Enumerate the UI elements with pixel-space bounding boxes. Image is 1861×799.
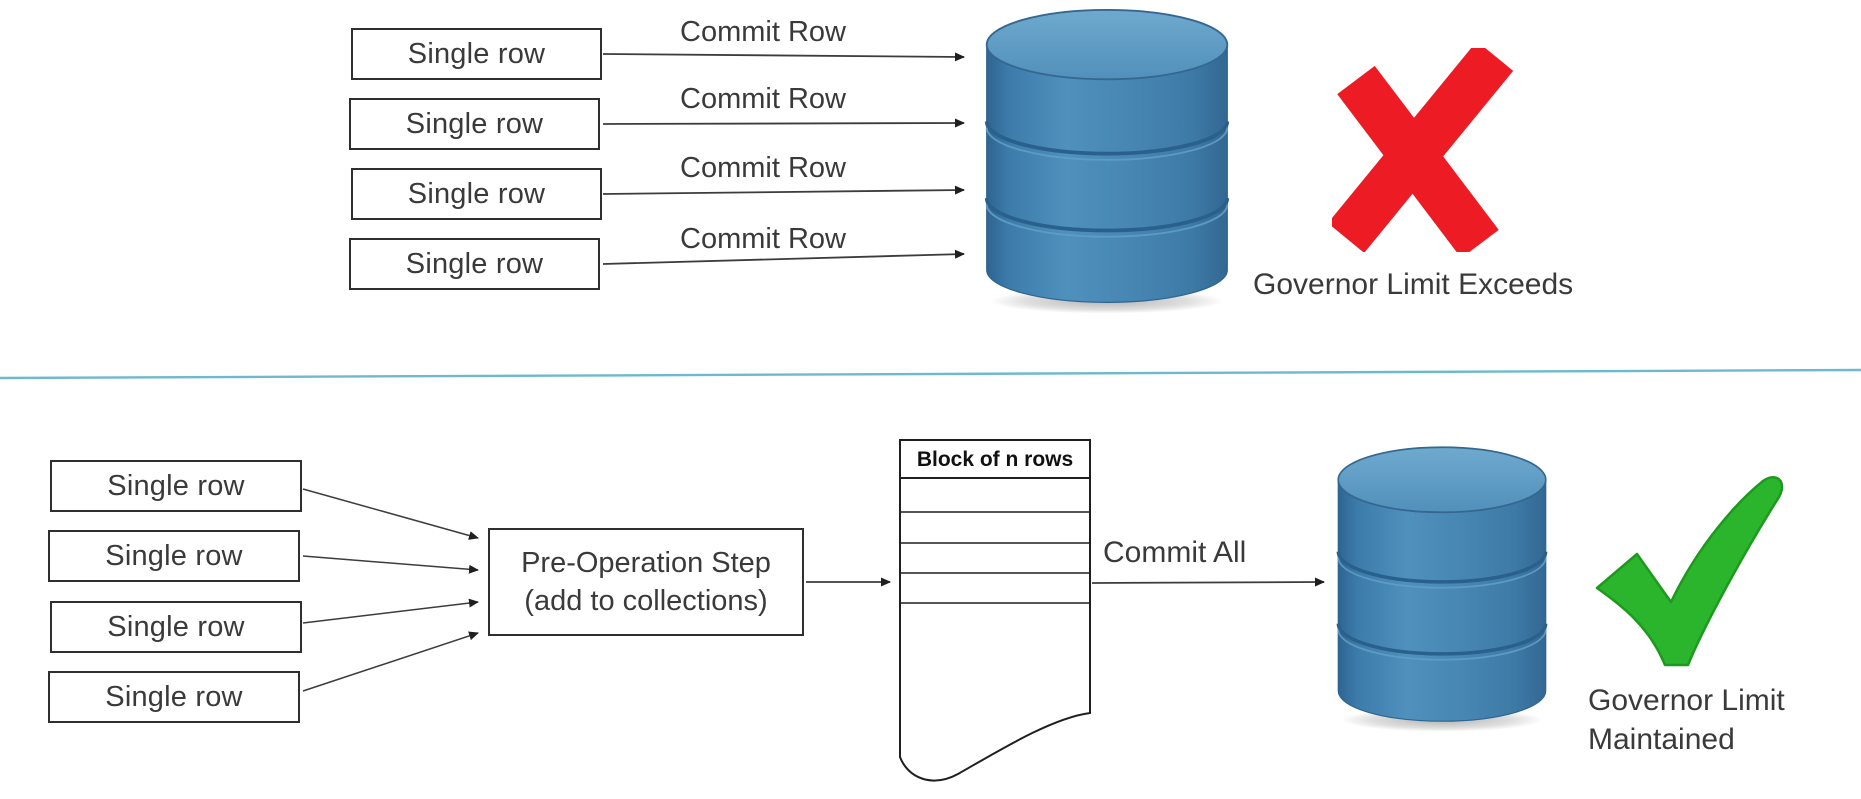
governor-limit-maintained-line1: Governor Limit	[1588, 684, 1785, 717]
single-row-box: Single row	[50, 460, 302, 512]
red-cross-icon	[1332, 48, 1514, 252]
green-check-icon	[1595, 476, 1784, 667]
commit-row-label: Commit Row	[680, 152, 846, 184]
pre-operation-step-line2: (add to collections)	[524, 585, 768, 617]
commit-all-label: Commit All	[1103, 536, 1247, 569]
block-of-rows-shape	[899, 439, 1091, 782]
single-row-box: Single row	[48, 530, 300, 582]
single-row-box: Single row	[351, 168, 602, 220]
single-row-box: Single row	[349, 238, 600, 290]
commit-all-arrow	[1091, 577, 1325, 587]
commit-row-label: Commit Row	[680, 83, 846, 115]
governor-limit-exceeds-label: Governor Limit Exceeds	[1253, 268, 1574, 301]
section-divider-line	[0, 368, 1861, 380]
governor-limit-maintained-line2: Maintained	[1588, 723, 1735, 756]
top-commit-arrows	[602, 52, 965, 265]
single-row-box: Single row	[48, 671, 300, 723]
bottom-converging-arrows	[302, 488, 479, 692]
governor-limit-maintained-label: Governor Limit Maintained	[1588, 681, 1785, 759]
single-row-box: Single row	[50, 601, 302, 653]
pre-operation-step-line1: Pre-Operation Step	[521, 547, 771, 579]
block-of-rows-header: Block of n rows	[916, 448, 1074, 471]
commit-row-label: Commit Row	[680, 223, 846, 255]
single-row-box: Single row	[349, 98, 600, 150]
single-row-box: Single row	[351, 28, 602, 80]
database-icon	[1335, 438, 1549, 734]
pre-operation-step-box: Pre-Operation Step (add to collections)	[488, 528, 804, 636]
database-icon	[983, 0, 1231, 316]
commit-row-label: Commit Row	[680, 16, 846, 48]
